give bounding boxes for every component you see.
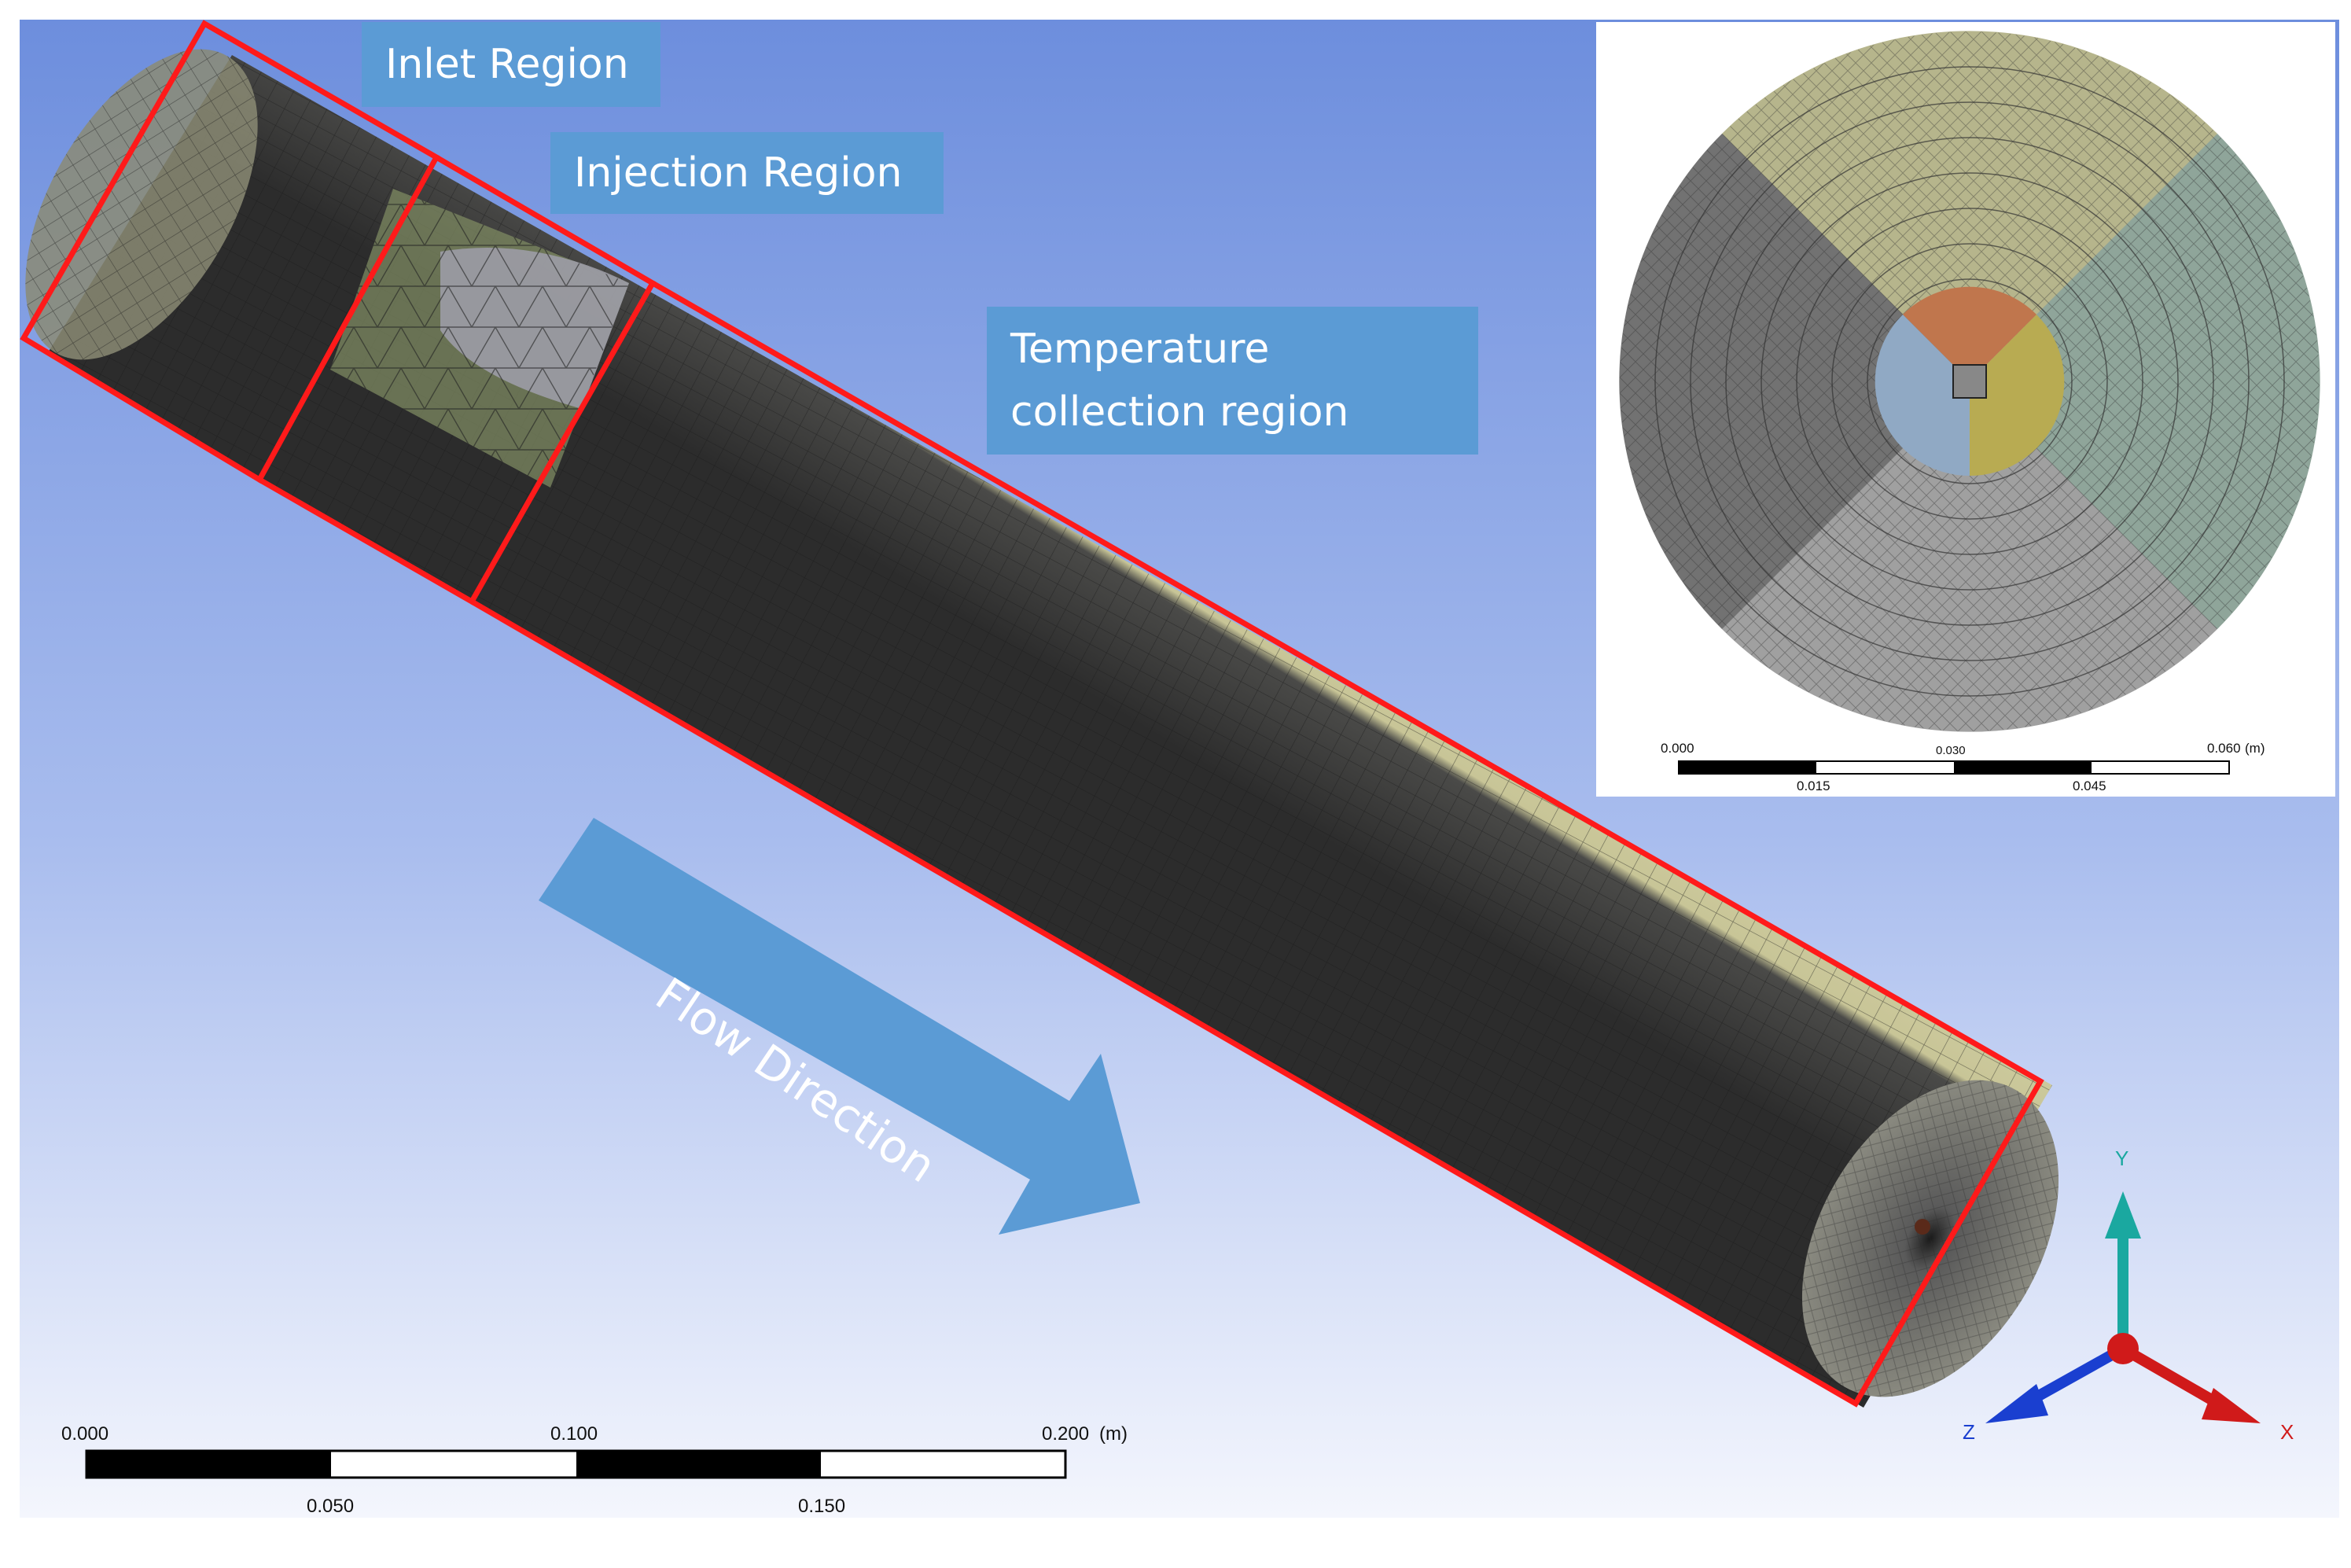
temperature-region-outline	[470, 280, 2044, 1408]
inset-scale-tick-0: 0.000	[1661, 741, 1694, 756]
main-scale-tick-150: 0.150	[798, 1496, 846, 1517]
main-scale-tick-050: 0.050	[307, 1496, 355, 1517]
temperature-region-text-line2: collection region	[1010, 388, 1349, 436]
main-scale-tick-200: 0.200	[1042, 1423, 1090, 1445]
inset-scale-tick-015: 0.015	[1797, 778, 1830, 793]
inset-scale-bar	[1678, 760, 2230, 775]
y-axis-arrow-icon	[2105, 1191, 2141, 1239]
inset-scale-tick-045: 0.045	[2073, 778, 2106, 793]
x-axis-arrow-icon	[2202, 1388, 2261, 1423]
inlet-region-text: Inlet Region	[385, 41, 629, 88]
injection-region-text: Injection Region	[574, 149, 903, 197]
injection-region-outline	[258, 154, 657, 605]
inset-scale-unit: (m)	[2245, 741, 2265, 756]
x-axis-label: X	[2280, 1420, 2294, 1444]
injection-region-label: Injection Region	[550, 132, 944, 214]
inset-scale-tick-060: 0.060	[2207, 741, 2241, 756]
main-scale-tick-0: 0.000	[61, 1423, 109, 1445]
inset-scale-tick-030: 0.030	[1936, 744, 1966, 757]
flow-direction-arrow	[539, 818, 1140, 1235]
z-axis-arrow-icon	[1985, 1384, 2048, 1423]
main-scale-tick-100: 0.100	[550, 1423, 598, 1445]
region-outlines	[20, 20, 2044, 1408]
triad-origin-icon	[2107, 1333, 2139, 1364]
z-axis-label: Z	[1963, 1420, 1975, 1444]
main-scale-unit: (m)	[1099, 1423, 1128, 1445]
y-axis-label: Y	[2115, 1147, 2129, 1170]
temperature-region-label: Temperature collection region	[987, 307, 1478, 455]
temperature-region-text-line1: Temperature	[1010, 326, 1270, 373]
inset-cross-section	[1619, 31, 2320, 732]
main-scale-bar	[85, 1449, 1067, 1479]
coordinate-triad	[1985, 1191, 2261, 1423]
inlet-region-label: Inlet Region	[362, 22, 660, 107]
inset-panel	[1596, 22, 2335, 797]
